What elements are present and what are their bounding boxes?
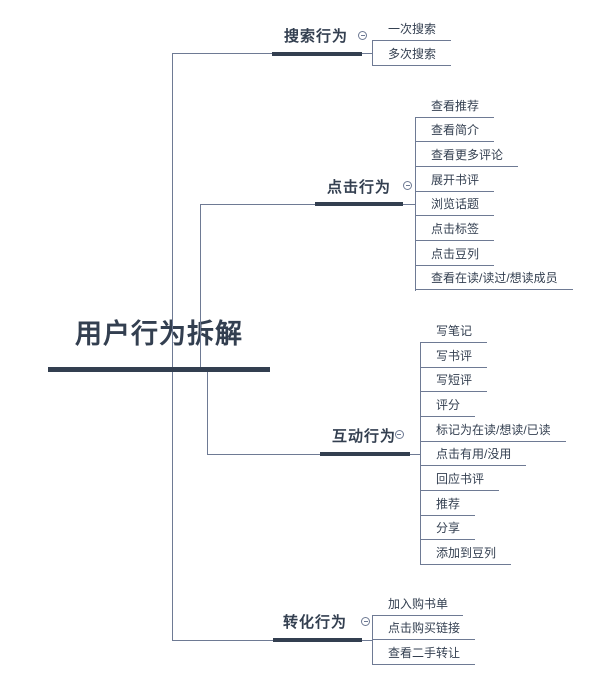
subtopic[interactable]: 写笔记 <box>420 318 488 343</box>
subtopic[interactable]: 点击有用/没用 <box>420 442 527 467</box>
minus-glyph <box>363 621 368 622</box>
collapse-toggle-icon[interactable] <box>394 429 404 439</box>
central-topic-underline <box>48 367 270 372</box>
subtopic[interactable]: 写短评 <box>420 368 488 393</box>
subtopic[interactable]: 评分 <box>420 392 476 417</box>
minus-glyph <box>397 433 401 435</box>
branch-underline <box>315 202 403 206</box>
subtopic[interactable]: 推荐 <box>420 491 476 516</box>
subtopic[interactable]: 查看简介 <box>415 118 495 143</box>
children-group: 写笔记 写书评 写短评 评分 标记为在读/想读/已读 点击有用/没用 回应书评 … <box>420 318 566 566</box>
branch-underline <box>320 452 410 456</box>
connector-line <box>171 53 173 367</box>
subtopic[interactable]: 点击购买链接 <box>372 616 476 641</box>
subtopic[interactable]: 标记为在读/想读/已读 <box>420 417 566 442</box>
connector-line <box>171 639 273 641</box>
branch-topic-conversion-behavior[interactable]: 转化行为 <box>283 614 348 631</box>
connector-line <box>171 372 173 640</box>
central-topic[interactable]: 用户行为拆解 <box>75 319 243 349</box>
collapse-toggle-icon[interactable] <box>358 31 367 40</box>
subtopic[interactable]: 回应书评 <box>420 466 500 491</box>
minus-glyph <box>405 185 410 186</box>
children-group: 加入购书单 点击购买链接 查看二手转让 <box>372 591 476 666</box>
minus-glyph <box>360 35 365 36</box>
children-group: 一次搜索 多次搜索 <box>372 17 452 66</box>
branch-underline <box>273 638 362 642</box>
subtopic[interactable]: 一次搜索 <box>372 17 452 42</box>
subtopic[interactable]: 添加到豆列 <box>420 540 512 566</box>
connector-line <box>206 453 320 455</box>
subtopic[interactable]: 加入购书单 <box>372 591 464 616</box>
branch-underline <box>272 51 362 56</box>
collapse-toggle-icon[interactable] <box>403 181 412 190</box>
connector-line <box>199 204 201 367</box>
branch-topic-search-behavior[interactable]: 搜索行为 <box>284 28 349 45</box>
subtopic[interactable]: 查看更多评论 <box>415 142 519 167</box>
subtopic[interactable]: 点击标签 <box>415 216 495 242</box>
connector-line <box>362 53 372 55</box>
subtopic[interactable]: 查看二手转让 <box>372 640 476 666</box>
children-spine-line <box>420 341 421 566</box>
subtopic[interactable]: 查看在读/读过/想读成员 <box>415 266 573 291</box>
subtopic[interactable]: 查看推荐 <box>415 93 495 118</box>
subtopic[interactable]: 点击豆列 <box>415 241 495 266</box>
children-spine-line <box>415 116 416 291</box>
subtopic[interactable]: 写书评 <box>420 343 488 368</box>
connector-line <box>199 204 315 205</box>
connector-line <box>410 453 420 455</box>
children-spine-line <box>372 40 373 66</box>
connector-line <box>171 53 272 54</box>
subtopic[interactable]: 分享 <box>420 516 476 541</box>
subtopic[interactable]: 展开书评 <box>415 167 495 192</box>
collapse-toggle-icon[interactable] <box>361 617 370 626</box>
branch-topic-interaction-behavior[interactable]: 互动行为 <box>332 428 397 445</box>
branch-topic-click-behavior[interactable]: 点击行为 <box>327 179 392 196</box>
connector-line <box>403 203 415 205</box>
connector-line <box>362 639 372 641</box>
subtopic[interactable]: 浏览话题 <box>415 192 495 217</box>
children-group: 查看推荐 查看简介 查看更多评论 展开书评 浏览话题 点击标签 点击豆列 查看在… <box>415 93 573 291</box>
connector-line <box>206 372 208 454</box>
subtopic[interactable]: 多次搜索 <box>372 41 452 66</box>
